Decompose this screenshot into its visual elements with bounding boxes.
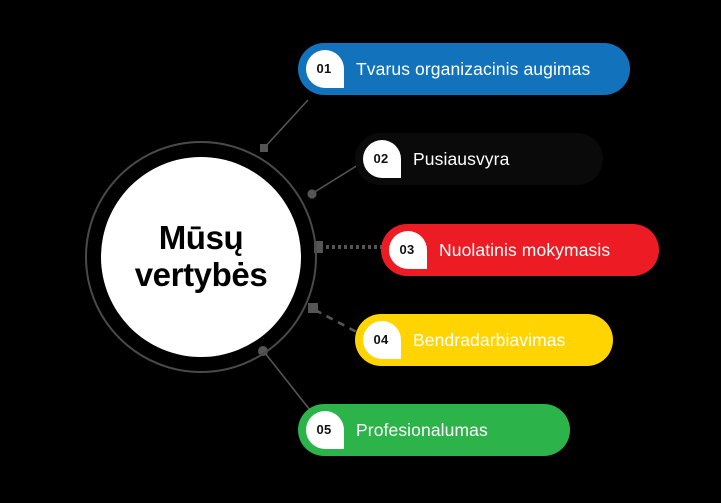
badge-number-05: 05: [316, 421, 332, 437]
hub-title-line2: vertybės: [134, 256, 268, 293]
hub-title-line1: Mūsų: [158, 219, 244, 257]
badge-icon-05: 05: [306, 411, 344, 449]
value-item-01[interactable]: 01 Tvarus organizacinis augimas: [298, 43, 630, 95]
value-item-04[interactable]: 04 Bendradarbiavimas: [355, 314, 613, 366]
badge-icon-04: 04: [363, 321, 401, 359]
badge-number-04: 04: [373, 331, 389, 347]
value-label-02: Pusiausvyra: [413, 148, 510, 169]
badge-icon-01: 01: [306, 50, 344, 88]
badge-number-02: 02: [373, 150, 389, 166]
value-item-03[interactable]: 03 Nuolatinis mokymasis: [381, 224, 659, 276]
hub-disc: Mūsų vertybės: [101, 157, 301, 357]
badge-icon-02: 02: [363, 140, 401, 178]
hub-outer-ring: [85, 141, 317, 373]
value-label-03: Nuolatinis mokymasis: [439, 239, 611, 260]
value-label-05: Profesionalumas: [356, 419, 488, 440]
value-label-04: Bendradarbiavimas: [413, 329, 566, 350]
value-item-02[interactable]: 02 Pusiausvyra: [355, 133, 603, 185]
badge-icon-03: 03: [389, 231, 427, 269]
center-hub: Mūsų vertybės: [85, 141, 317, 373]
badge-number-01: 01: [316, 60, 332, 76]
value-label-01: Tvarus organizacinis augimas: [356, 58, 591, 79]
badge-number-03: 03: [399, 241, 415, 257]
hub-title: Mūsų vertybės: [129, 219, 274, 294]
value-item-05[interactable]: 05 Profesionalumas: [298, 404, 570, 456]
